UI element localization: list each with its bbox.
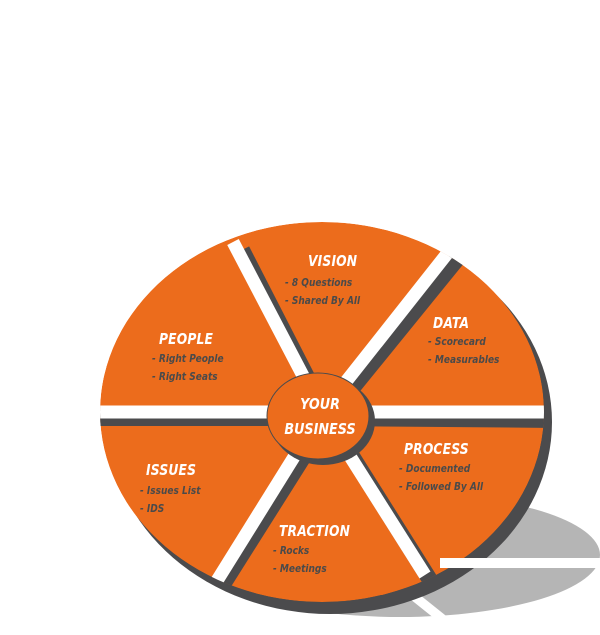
segment-process-items: - Documented - Followed By All — [399, 460, 501, 496]
center-label: YOUR BUSINESS — [278, 392, 363, 442]
segment-vision-items: - 8 Questions - Shared By All — [285, 274, 377, 310]
segment-item: - Right Seats — [152, 370, 218, 383]
segment-item: - Rocks — [273, 544, 310, 557]
segment-title: PROCESS — [404, 440, 469, 458]
segment-data: DATA — [433, 314, 477, 332]
segment-issues: ISSUES — [146, 461, 207, 479]
segment-traction-items: - Rocks - Meetings — [273, 542, 339, 578]
segment-title: PEOPLE — [159, 330, 214, 348]
segment-item: - Scorecard — [428, 335, 486, 348]
segment-item: - Measurables — [428, 353, 500, 366]
segment-item: - Shared By All — [285, 294, 361, 307]
segment-title: DATA — [433, 314, 470, 332]
segment-data-items: - Scorecard - Measurables — [428, 333, 515, 369]
segment-item: - IDS — [140, 502, 165, 515]
segment-title: TRACTION — [279, 522, 351, 540]
segment-people-items: - Right People - Right Seats — [152, 350, 239, 386]
segment-process: PROCESS — [404, 440, 483, 458]
segment-title: VISION — [308, 252, 358, 270]
segment-item: - 8 Questions — [285, 276, 353, 289]
segment-item: - Issues List — [140, 484, 201, 497]
segment-issues-items: - Issues List - IDS — [140, 482, 214, 518]
segment-item: - Followed By All — [399, 480, 484, 493]
segment-vision: VISION — [308, 252, 368, 270]
segment-item: - Meetings — [273, 562, 327, 575]
segment-traction: TRACTION — [279, 522, 366, 540]
center-line-1: YOUR — [300, 395, 340, 413]
segment-item: - Right People — [152, 352, 224, 365]
center-hub — [266, 372, 375, 465]
segment-people: PEOPLE — [159, 330, 225, 348]
segment-item: - Documented — [399, 462, 471, 475]
segment-title: ISSUES — [146, 461, 197, 479]
center-line-2: BUSINESS — [284, 420, 356, 438]
